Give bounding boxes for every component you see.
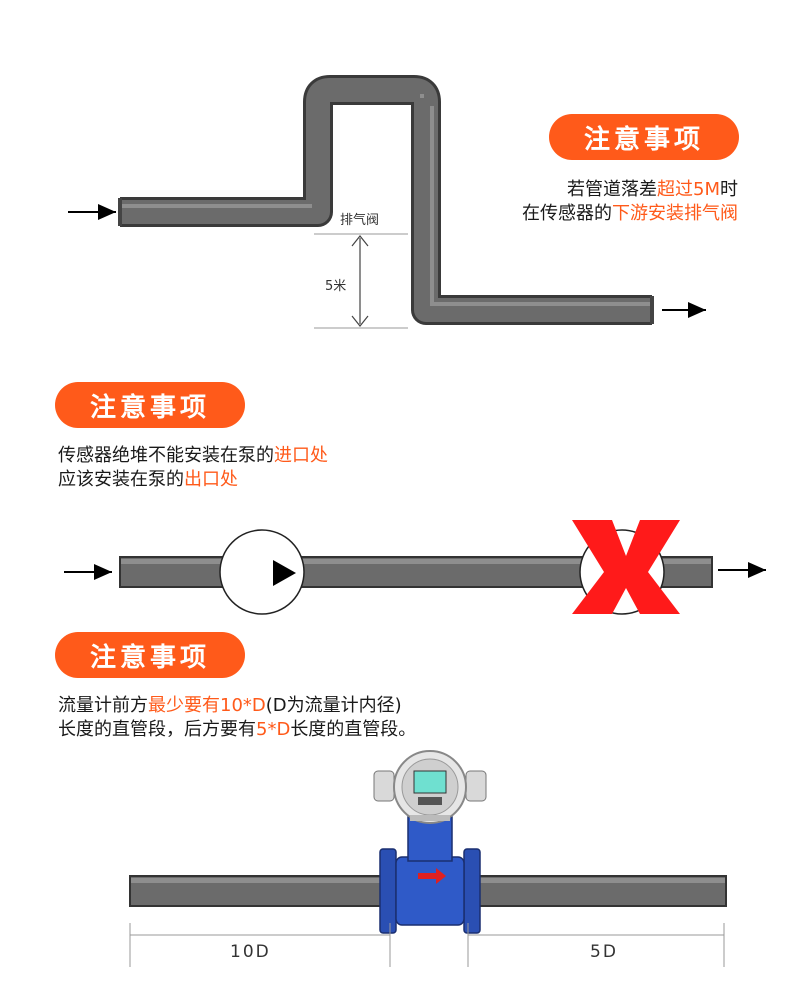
- notice-badge-3: 注意事项: [55, 632, 245, 678]
- note-3-line-2: 长度的直管段，后方要有5*D长度的直管段。: [58, 719, 417, 740]
- notice-badge-1: 注意事项: [549, 114, 739, 160]
- pump: [219, 529, 305, 615]
- note-2-line-2: 应该安装在泵的出口处: [58, 469, 238, 490]
- note-2-line-1: 传感器绝堆不能安装在泵的进口处: [58, 445, 328, 466]
- downstream-length-label: 5D: [590, 942, 618, 962]
- pump-diagram: [64, 520, 766, 615]
- notice-badge-2: 注意事项: [55, 382, 245, 428]
- play-icon: [273, 560, 296, 586]
- pipe-drop-diagram: [68, 75, 706, 329]
- lcd-display: [413, 770, 447, 794]
- note-3-line-1: 流量计前方最少要有10*D(D为流量计内径): [58, 695, 402, 716]
- flow-direction-arrow: [418, 868, 446, 884]
- red-x-icon: [572, 520, 680, 614]
- valve-label: 排气阀: [340, 213, 380, 228]
- note-1-line-1: 若管道落差超过5M时: [567, 179, 738, 200]
- note-1-line-2: 在传感器的下游安装排气阀: [522, 203, 738, 224]
- upstream-length-label: 10D: [230, 942, 271, 962]
- electromagnetic-flowmeter: [373, 750, 487, 934]
- flowmeter-diagram: [129, 750, 727, 967]
- height-label: 5米: [325, 279, 347, 294]
